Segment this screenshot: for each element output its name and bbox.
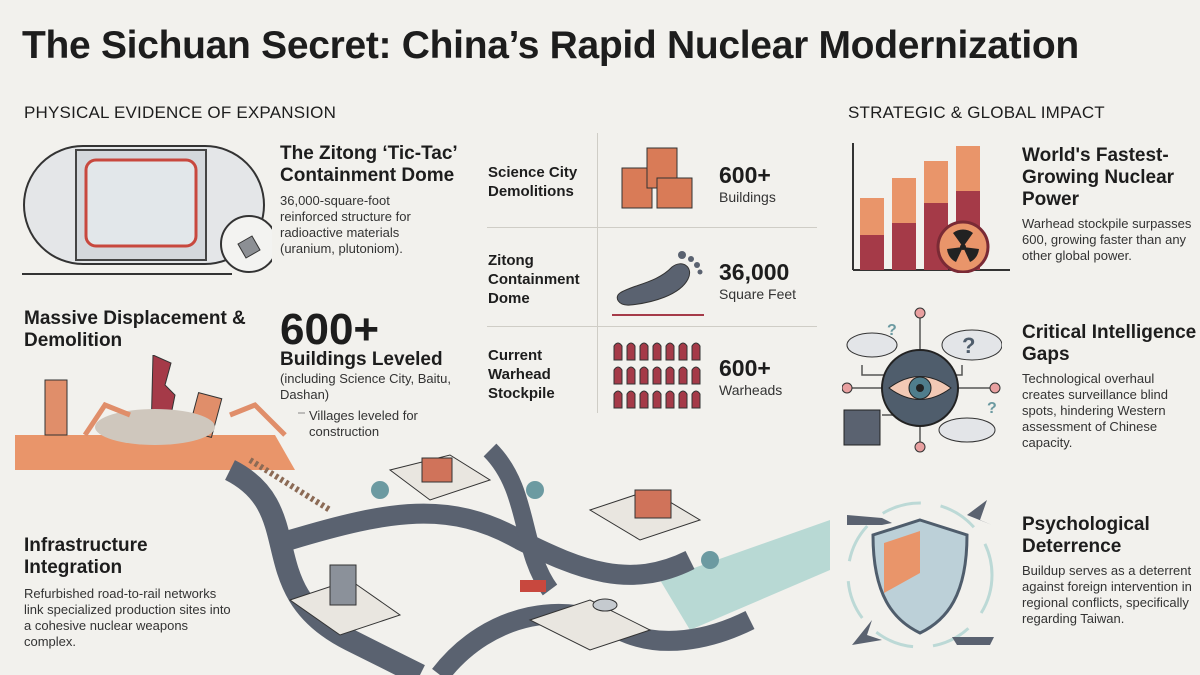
- middle-row-value-2: 36,000: [719, 259, 790, 285]
- middle-row-label-1: Science City Demolitions: [488, 164, 578, 200]
- infrastructure-text: Refurbished road-to-rail networks link s…: [24, 586, 231, 649]
- warhead-glyph: [691, 342, 701, 361]
- buildings-stack-icon: [621, 147, 693, 209]
- middle-divider-1: [487, 227, 817, 228]
- middle-row-unit-1: Buildings: [719, 189, 776, 205]
- middle-row-unit-2: Square Feet: [719, 286, 797, 302]
- impact-title-2: Critical Intelligence Gaps: [1022, 322, 1197, 365]
- demolition-illustration: [15, 355, 305, 470]
- middle-vertical-divider: [597, 133, 598, 413]
- section-title-physical: PHYSICAL EVIDENCE OF EXPANSION: [24, 103, 337, 122]
- middle-divider-2: [487, 326, 817, 327]
- shield-deterrence-icon: [846, 500, 994, 649]
- middle-row-value-1: 600+: [719, 162, 771, 188]
- warhead-glyph: [639, 366, 649, 385]
- impact-text-1: Warhead stockpile surpasses 600, growing…: [1022, 216, 1192, 263]
- warhead-glyph: [613, 366, 623, 385]
- middle-row-value-3: 600+: [719, 355, 771, 381]
- displacement-callout: Villages leveled for construction: [309, 408, 418, 439]
- warhead-glyph: [652, 390, 662, 409]
- warhead-glyph: [691, 366, 701, 385]
- warhead-glyph: [626, 342, 636, 361]
- warhead-glyph: [678, 342, 688, 361]
- svg-text:?: ?: [887, 322, 897, 339]
- warhead-glyph: [626, 390, 636, 409]
- warhead-glyph: [639, 342, 649, 361]
- displacement-stat-label: Buildings Leveled: [280, 349, 443, 370]
- jet-icon: [847, 515, 892, 525]
- warhead-glyph: [639, 390, 649, 409]
- warhead-glyph: [678, 390, 688, 409]
- displacement-stat: 600+: [280, 305, 380, 354]
- warhead-glyph: [691, 390, 701, 409]
- warhead-glyph: [665, 366, 675, 385]
- warhead-glyph: [652, 342, 662, 361]
- svg-text:?: ?: [962, 333, 975, 358]
- middle-row-label-2: Zitong Containment Dome: [488, 252, 580, 307]
- warhead-glyph: [652, 366, 662, 385]
- warhead-glyph: [678, 366, 688, 385]
- impact-text-3: Buildup serves as a deterrent against fo…: [1022, 563, 1192, 626]
- surveillance-eye-icon: ? ? ?: [842, 307, 1002, 453]
- footprint-icon: [612, 251, 704, 316]
- containment-dome-illustration: [22, 145, 272, 275]
- middle-row-unit-3: Warheads: [719, 382, 783, 398]
- dome-title: The Zitong ‘Tic-Tac’ Containment Dome: [280, 143, 457, 186]
- warhead-glyph: [626, 366, 636, 385]
- middle-row-label-3: Current Warhead Stockpile: [488, 347, 555, 402]
- ship-icon: [952, 637, 994, 645]
- warhead-glyph: [613, 390, 623, 409]
- warhead-glyph: [665, 342, 675, 361]
- page-title: The Sichuan Secret: China’s Rapid Nuclea…: [22, 24, 1079, 67]
- impact-text-2: Technological overhaul creates surveilla…: [1022, 371, 1168, 450]
- road-rail-network-map: [224, 443, 830, 675]
- warhead-glyph: [665, 390, 675, 409]
- growth-bar-chart-icon: [852, 143, 1010, 273]
- section-title-strategic: STRATEGIC & GLOBAL IMPACT: [848, 103, 1105, 122]
- warhead-glyph: [613, 342, 623, 361]
- displacement-title: Massive Displacement & Demolition: [24, 308, 246, 351]
- svg-text:?: ?: [987, 400, 997, 417]
- infrastructure-title: Infrastructure Integration: [24, 535, 148, 578]
- impact-title-1: World's Fastest-Growing Nuclear Power: [1022, 145, 1175, 210]
- impact-title-3: Psychological Deterrence: [1022, 514, 1150, 557]
- dome-text: 36,000-square-foot reinforced structure …: [280, 193, 411, 256]
- warheads-icon: [613, 342, 701, 409]
- displacement-detail: (including Science City, Baitu, Dashan): [280, 371, 452, 402]
